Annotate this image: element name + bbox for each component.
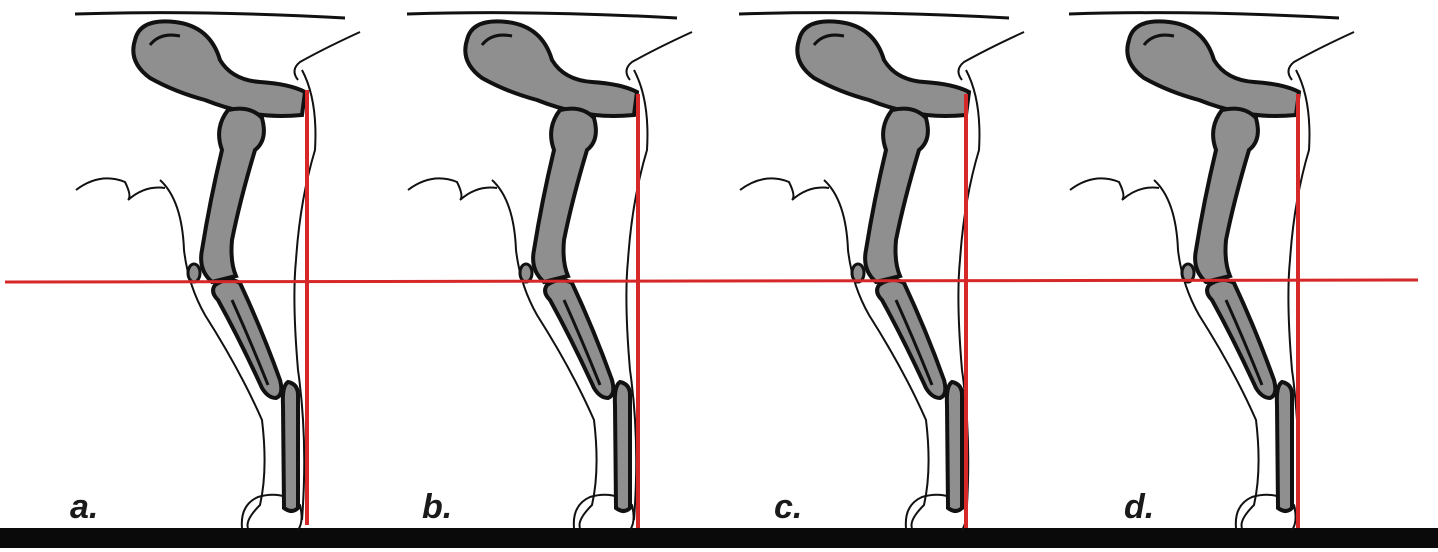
- panel-d: d.: [1069, 13, 1354, 530]
- ground-bar: [0, 528, 1438, 548]
- panel-label-d: d.: [1124, 488, 1154, 526]
- panel-a: a.: [70, 13, 360, 530]
- panel-b: b.: [407, 13, 692, 530]
- horizontal-reference-line: [5, 280, 1418, 282]
- limb-a: [75, 13, 360, 530]
- panel-c: c.: [739, 13, 1024, 530]
- panel-label-a: a.: [70, 488, 98, 526]
- limb-c: [739, 13, 1024, 530]
- panel-label-b: b.: [422, 488, 452, 526]
- limb-b: [407, 13, 692, 530]
- panel-label-c: c.: [774, 488, 802, 526]
- limb-d: [1069, 13, 1354, 530]
